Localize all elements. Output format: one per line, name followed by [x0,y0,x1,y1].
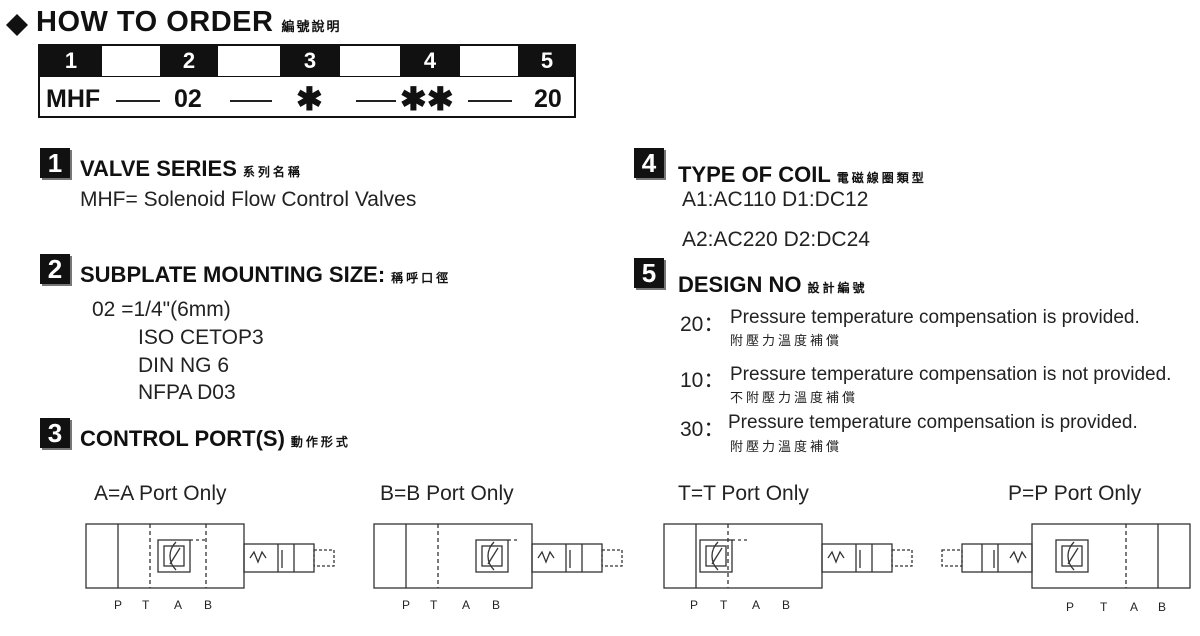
section-4-line-2: A2:AC220 D2:DC24 [682,228,870,251]
page-title: HOW TO ORDER 編號說明 [36,6,341,39]
section-2-line-nfpa: NFPA D03 [138,381,236,404]
code-segment-design: 20 [534,85,562,113]
code-segment-coil: ✱✱ [400,81,454,117]
diamond-bullet-icon [6,14,28,36]
design-text-10: Pressure temperature compensation is not… [730,364,1172,385]
port-p-title: P=P Port Only [1008,482,1142,505]
design-code-10: 10： [680,369,725,392]
diagram-a-label-p: P [114,598,123,612]
section-3-title-cn: 動作形式 [290,435,351,449]
code-dash [230,100,272,102]
valve-diagram-a-port [85,523,335,589]
code-segment-port: ✱ [296,81,323,117]
design-text-20: Pressure temperature compensation is pro… [730,307,1140,328]
code-divider [40,76,574,77]
design-cn-20: 附壓力溫度補償 [730,333,843,348]
section-3-number: 3 [40,418,70,448]
code-dash [468,100,512,102]
design-cn-30: 附壓力溫度補償 [730,439,843,454]
diagram-t-label-t: T [720,598,728,612]
section-2-line-iso: ISO CETOP3 [138,326,264,349]
section-4-title-text: TYPE OF COIL [678,162,831,187]
section-3-title-text: CONTROL PORT(S) [80,426,285,451]
page-title-cn: 編號說明 [281,19,342,34]
section-5-title: DESIGN NO 設計編號 [678,272,867,298]
diagram-a-label-b: B [204,598,213,612]
section-5-number: 5 [634,258,664,288]
code-position-5: 5 [518,46,576,76]
section-3-title: CONTROL PORT(S) 動作形式 [80,426,351,452]
code-position-3: 3 [280,46,340,76]
section-1-number: 1 [40,148,70,178]
diagram-b-label-a: A [462,598,471,612]
port-a-title: A=A Port Only [94,482,227,505]
diagram-p-label-t: T [1100,600,1108,614]
design-code-20: 20： [680,313,725,336]
section-1-title-cn: 系列名稱 [242,165,303,179]
valve-diagram-t-port [663,523,913,589]
diagram-t-label-b: B [782,598,791,612]
section-4-number: 4 [634,148,664,178]
code-position-4: 4 [400,46,460,76]
section-2-number: 2 [40,254,70,284]
diagram-a-label-a: A [174,598,183,612]
diagram-p-label-b: B [1158,600,1167,614]
section-1-title: VALVE SERIES 系列名稱 [80,156,303,182]
order-code-box: 1 2 3 4 5 MHF 02 ✱ ✱✱ 20 [38,44,576,118]
section-2-line-din: DIN NG 6 [138,354,230,377]
diagram-p-label-a: A [1130,600,1139,614]
code-position-2: 2 [160,46,218,76]
diagram-b-label-t: T [430,598,438,612]
code-dash [116,100,160,102]
valve-diagram-b-port [373,523,623,589]
section-5-title-text: DESIGN NO [678,272,802,297]
section-1-title-text: VALVE SERIES [80,156,237,181]
code-row: MHF 02 ✱ ✱✱ 20 [40,80,574,118]
design-code-30: 30： [680,418,725,441]
section-4-title: TYPE OF COIL 電磁線圈類型 [678,162,927,188]
section-2-title-text: SUBPLATE MOUNTING SIZE: [80,262,386,287]
valve-diagram-p-port [941,523,1191,589]
design-cn-10: 不附壓力溫度補償 [730,390,859,405]
code-segment-series: MHF [46,85,101,113]
port-t-title: T=T Port Only [678,482,809,505]
code-segment-size: 02 [174,85,202,113]
diagram-a-label-t: T [142,598,150,612]
section-2-title-cn: 稱呼口徑 [391,271,452,285]
code-dash [356,100,396,102]
diagram-b-label-p: P [402,598,411,612]
section-5-title-cn: 設計編號 [807,281,868,295]
page-title-text: HOW TO ORDER [36,6,274,38]
port-b-title: B=B Port Only [380,482,514,505]
diagram-b-label-b: B [492,598,501,612]
diagram-t-label-p: P [690,598,699,612]
diagram-p-label-p: P [1066,600,1075,614]
code-position-1: 1 [40,46,102,76]
section-4-line-1: A1:AC110 D1:DC12 [682,188,869,211]
section-2-line-size: 02 =1/4"(6mm) [92,298,231,321]
design-text-30: Pressure temperature compensation is pro… [728,412,1138,433]
diagram-t-label-a: A [752,598,761,612]
section-4-title-cn: 電磁線圈類型 [836,171,927,185]
section-1-line: MHF= Solenoid Flow Control Valves [80,188,417,211]
section-2-title: SUBPLATE MOUNTING SIZE: 稱呼口徑 [80,262,451,288]
